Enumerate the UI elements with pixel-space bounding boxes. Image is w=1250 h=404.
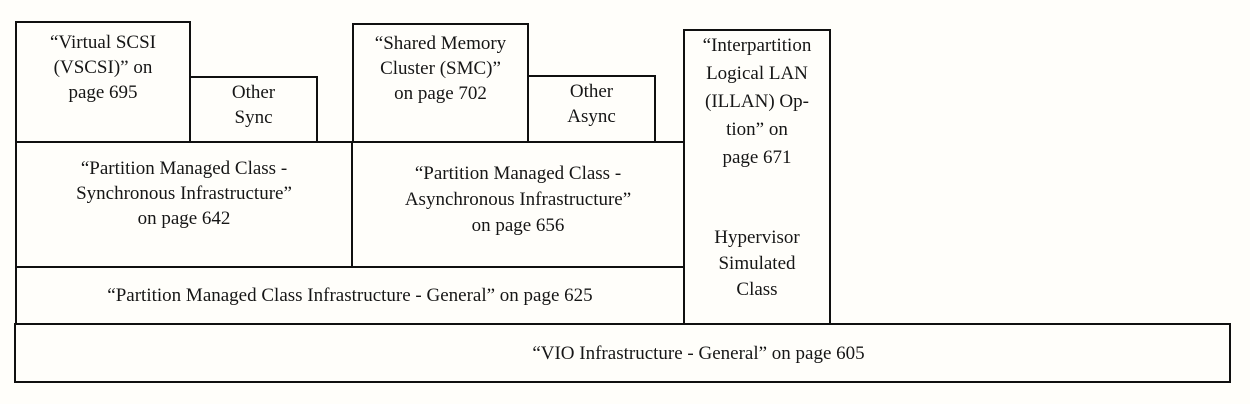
hypervisor-simulated-class-label: Hypervisor Simulated Class	[685, 225, 829, 303]
other-sync-box: Other Sync	[189, 76, 318, 143]
text-line: “Partition Managed Class -	[414, 163, 622, 184]
text-line: Other	[569, 81, 614, 102]
text-line: Async	[567, 106, 616, 127]
other-async-box: Other Async	[527, 75, 656, 143]
text-line: on page 642	[137, 208, 231, 229]
text-line: Cluster (SMC)”	[380, 58, 501, 79]
vscsi-box: “Virtual SCSI (VSCSI)” on page 695	[15, 21, 191, 143]
text-line: “Shared Memory	[374, 33, 507, 54]
async-infrastructure-box: “Partition Managed Class - Asynchronous …	[351, 141, 685, 268]
illan-option-label: “Interpartition Logical LAN (ILLAN) Op- …	[685, 32, 829, 172]
text-line: Other	[231, 82, 276, 103]
vio-general-box: “VIO Infrastructure - General” on page 6…	[14, 323, 1231, 383]
pmc-general-box: “Partition Managed Class Infrastructure …	[15, 266, 685, 325]
text-line: Sync	[234, 107, 273, 128]
text-line: page 671	[722, 147, 792, 168]
illan-hypervisor-box: “Interpartition Logical LAN (ILLAN) Op- …	[683, 29, 831, 325]
text-line: on page 656	[471, 215, 565, 236]
text-line: “Partition Managed Class -	[80, 158, 288, 179]
text-line: Simulated	[718, 253, 796, 274]
vio-general-label: “VIO Infrastructure - General” on page 6…	[532, 342, 865, 364]
text-line: Synchronous Infrastructure”	[76, 183, 292, 204]
text-line: Logical LAN	[706, 63, 808, 84]
text-line: on page 702	[394, 83, 487, 104]
text-line: Asynchronous Infrastructure”	[404, 189, 632, 210]
sync-infrastructure-box: “Partition Managed Class - Synchronous I…	[15, 141, 353, 268]
text-line: “Interpartition	[702, 35, 812, 56]
text-line: (VSCSI)” on	[53, 57, 153, 78]
text-line: (ILLAN) Op-	[705, 91, 809, 112]
text-line: Hypervisor	[714, 227, 800, 248]
text-line: Class	[736, 279, 778, 300]
shared-memory-cluster-box: “Shared Memory Cluster (SMC)” on page 70…	[352, 23, 529, 143]
text-line: “Virtual SCSI	[50, 32, 156, 53]
pmc-general-label: “Partition Managed Class Infrastructure …	[107, 285, 593, 306]
text-line: page 695	[68, 82, 138, 103]
text-line: tion” on	[726, 119, 788, 140]
